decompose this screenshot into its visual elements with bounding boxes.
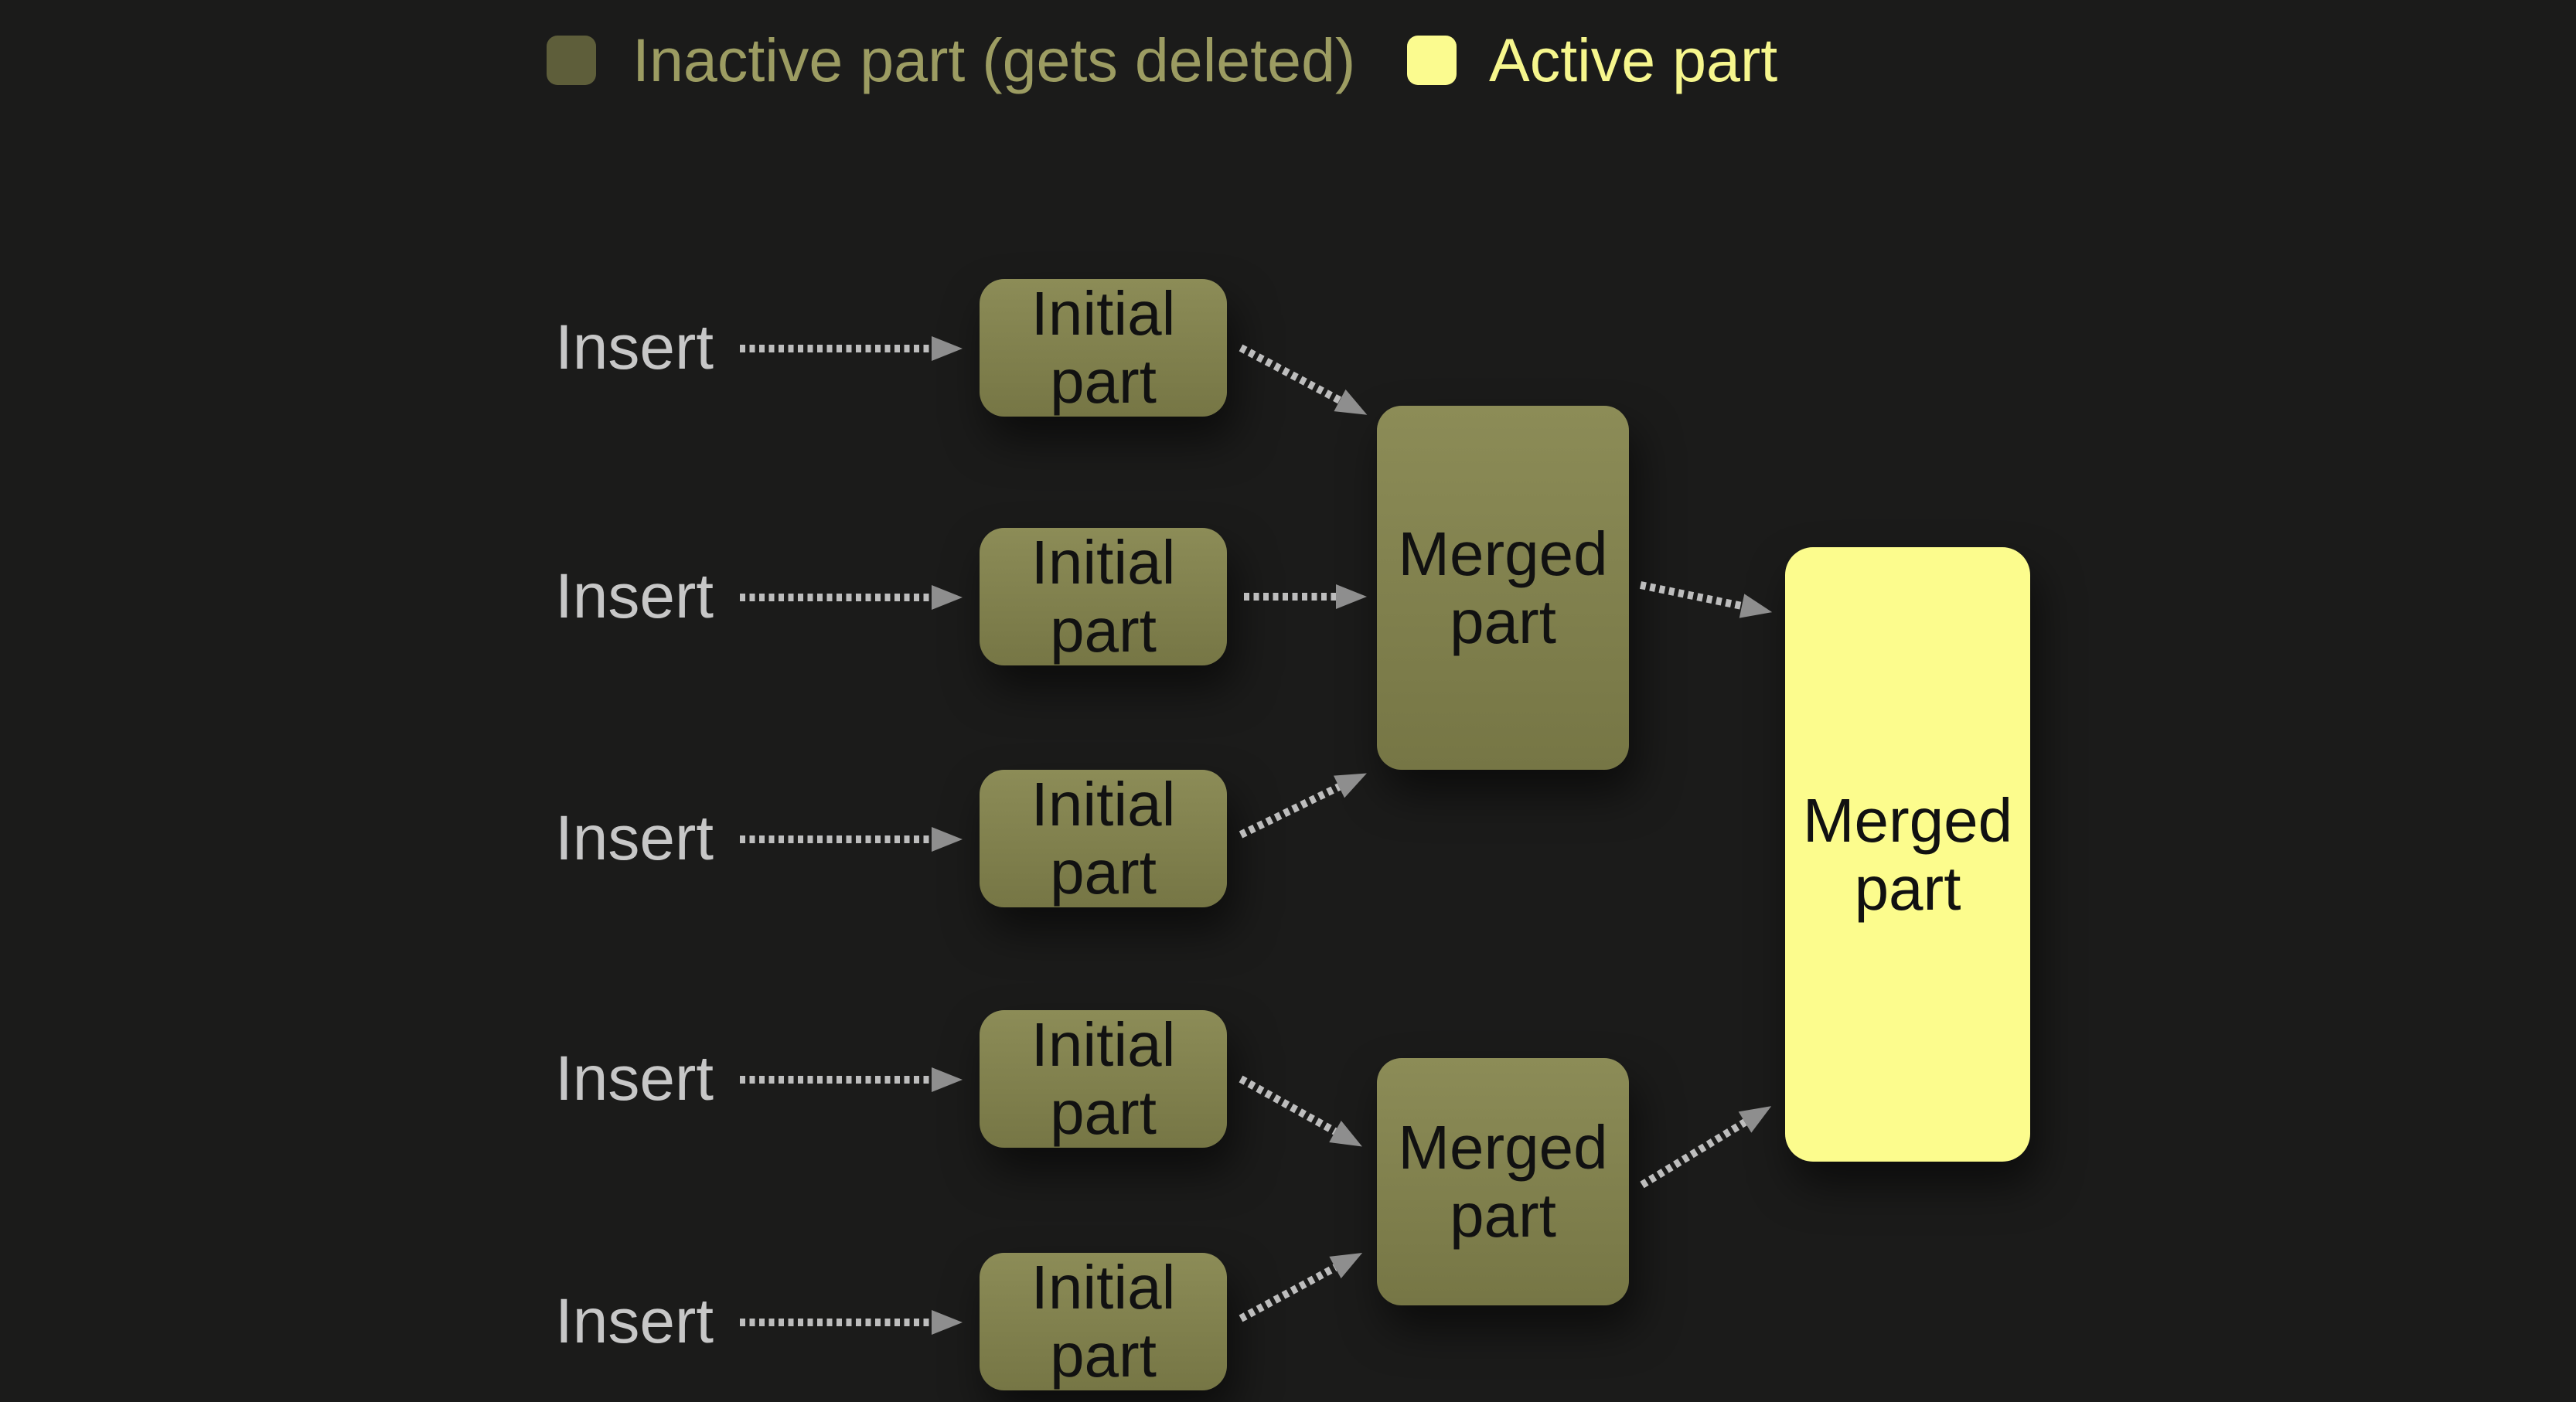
- initial-part-box-4: Initial part: [980, 1010, 1227, 1148]
- active-color-swatch: [1407, 36, 1457, 85]
- arrow-initial1-to-merged1: [1239, 344, 1368, 415]
- insert-label-5: Insert: [555, 1286, 714, 1356]
- initial-part-box-2: Initial part: [980, 528, 1227, 665]
- legend-swatch-active: [1407, 36, 1457, 85]
- insert-label-2: Insert: [555, 561, 714, 631]
- legend-label-active: Active part: [1489, 26, 1778, 94]
- insert-label-3: Insert: [555, 803, 714, 873]
- merged-part-box-2: Merged part: [1377, 1058, 1629, 1305]
- initial-part-box-1: Initial part: [980, 279, 1227, 417]
- legend-swatch-inactive: [547, 36, 596, 85]
- arrow-initial5-to-merged2: [1239, 1252, 1363, 1322]
- initial-part-box-5: Initial part: [980, 1253, 1227, 1390]
- arrow-initial3-to-merged1: [1239, 773, 1367, 839]
- arrow-merged2-to-final: [1640, 1106, 1772, 1189]
- initial-part-box-3: Initial part: [980, 770, 1227, 907]
- merged-part-box-1: Merged part: [1377, 406, 1629, 770]
- inactive-color-swatch: [547, 36, 596, 85]
- insert-label-4: Insert: [555, 1043, 714, 1114]
- arrow-initial4-to-merged2: [1239, 1075, 1362, 1147]
- final-merged-part-box: Merged part: [1785, 547, 2030, 1162]
- insert-label-1: Insert: [555, 312, 714, 383]
- arrow-merged1-to-final: [1639, 581, 1773, 618]
- legend-label-inactive: Inactive part (gets deleted): [632, 26, 1356, 94]
